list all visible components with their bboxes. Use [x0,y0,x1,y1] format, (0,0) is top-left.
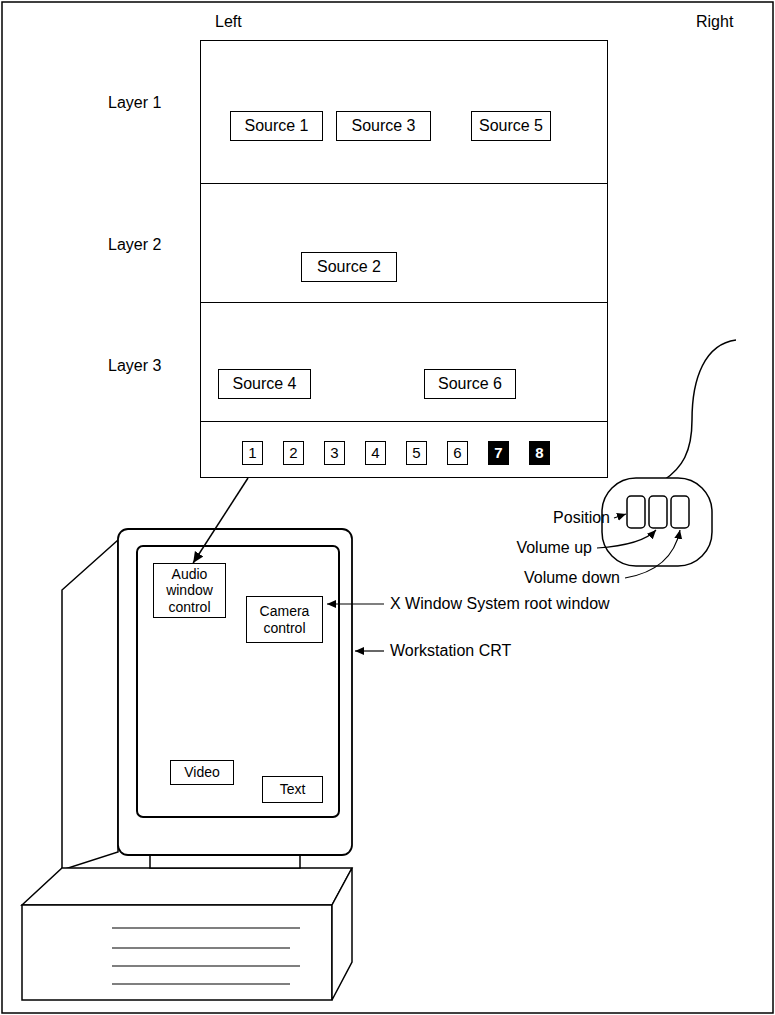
leader-line [597,530,656,548]
mouse-button [649,496,667,528]
callout-label: Workstation CRT [390,642,511,660]
layer-label: Layer 1 [108,94,161,112]
screen-window: Camera control [246,596,323,643]
screen-window: Audio window control [153,563,226,618]
box-label: Source 6 [438,375,502,393]
base-top [22,868,352,905]
channel-button: 1 [242,441,263,465]
box-label: Video [184,764,220,780]
channel-number: 6 [453,444,461,461]
monitor-side [62,540,118,870]
connector-arrow [193,478,248,563]
source-box: Video [170,760,234,785]
source-box: Source 2 [301,252,397,282]
box-label: Source 3 [351,117,415,135]
box-label: Source 2 [317,258,381,276]
box-label: Source 5 [479,117,543,135]
layer-band: Layer 3Source 4Source 6 [201,303,607,422]
leader-line [614,514,626,518]
mouse-button [627,496,645,528]
mouse-cord [664,340,736,480]
channel-button: 5 [406,441,427,465]
box-label: Source 4 [232,375,296,393]
drive-slot [112,927,300,928]
layer-label: Layer 2 [108,236,161,254]
side-label: Left [215,13,242,31]
drive-slot [112,947,290,948]
mouse-body [602,478,712,566]
channel-button-active: 8 [529,441,550,465]
channel-number: 5 [412,444,420,461]
window-label: Camera control [250,603,319,635]
source-box: Source 4 [218,369,311,399]
channel-button: 4 [365,441,386,465]
source-box: Source 5 [471,111,551,141]
layer-label: Layer 3 [108,357,161,375]
drive-slot [112,983,290,984]
layer-band: Layer 1Source 1Source 3Source 5 [201,41,607,184]
layer-band: Layer 2Source 2 [201,184,607,303]
leader-line [327,603,384,604]
channel-button-active: 7 [488,441,509,465]
leader-line [355,650,384,651]
channel-button: 2 [283,441,304,465]
audio-window-panel: LeftRightLayer 1Source 1Source 3Source 5… [200,40,608,478]
side-label: Right [696,13,733,31]
source-box: Text [262,776,323,803]
callout-label: Volume down [524,569,620,587]
source-box: Source 6 [424,369,516,399]
source-box: Source 3 [336,111,431,141]
channel-button: 3 [324,441,345,465]
callout-label: X Window System root window [390,595,610,613]
base-side [332,868,352,1000]
callout-label: Volume up [516,539,592,557]
channel-number: 3 [330,444,338,461]
callout-label: Position [553,509,610,527]
channel-number: 7 [494,444,502,461]
window-label: Audio window control [157,566,222,614]
channel-button: 6 [447,441,468,465]
channel-number: 4 [371,444,379,461]
base-front [22,905,332,1000]
channel-number: 2 [289,444,297,461]
leader-line [625,530,680,578]
channel-number: 1 [248,444,256,461]
box-label: Source 1 [244,117,308,135]
monitor-frame [118,529,352,855]
channel-number: 8 [535,444,543,461]
mouse-button [671,496,689,528]
source-box: Source 1 [230,111,323,141]
monitor-screen [137,546,339,817]
drive-slot [112,965,300,966]
box-label: Text [280,781,306,797]
